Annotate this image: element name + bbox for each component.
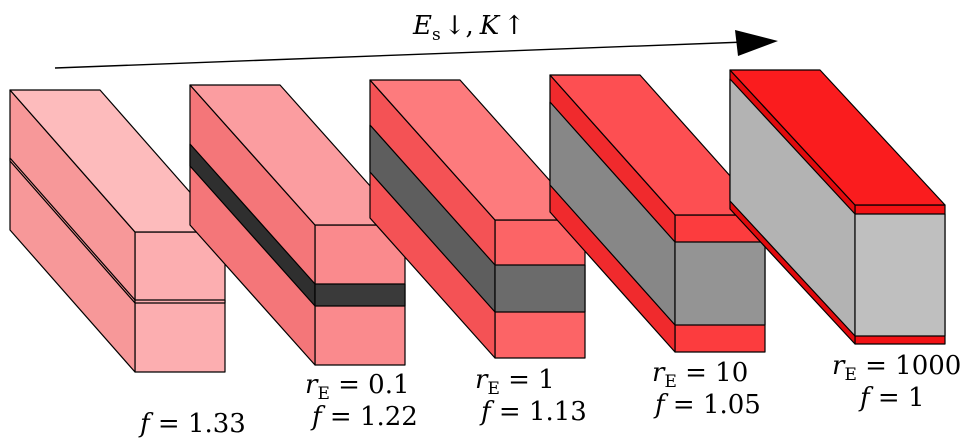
beam-block-3 [369,79,586,359]
ratio-label-4: rE = 10 [652,358,748,392]
beam-core-front [134,299,226,304]
beam-core-front [854,213,946,337]
beam-top-face [729,69,946,206]
trend-arrow [54,30,778,69]
k-arrow: ↑ [503,11,525,41]
symbol-k: K [479,11,501,41]
beam-core-front [314,283,406,307]
beam-blocks [9,69,946,373]
beam-core-front [674,241,766,326]
ratio-label-3: rE = 1 [475,365,555,399]
beam-block-4 [549,74,766,353]
ratio-label-5: rE = 1000 [832,351,961,385]
factor-label-5: f = 1 [858,383,924,413]
beam-block-1 [9,89,226,373]
factor-label-1: f = 1.33 [138,409,246,439]
beam-block-5 [729,69,946,345]
factor-label-2: f = 1.22 [310,402,418,432]
factor-label-4: f = 1.05 [653,390,761,420]
symbol-e: E [412,11,432,41]
block-labels: f = 1.33 rE = 0.1f = 1.22 rE = 1f = 1.13 rE… [138,351,961,439]
beam-core-front [494,264,586,313]
factor-label-3: f = 1.13 [479,397,587,427]
subscript-s: s [432,25,441,45]
trend-formula: Es↓,K↑ [412,11,525,45]
e-arrow: ↓, [444,11,474,41]
ratio-label-2: rE = 0.1 [305,370,410,404]
beam-block-2 [189,84,406,366]
